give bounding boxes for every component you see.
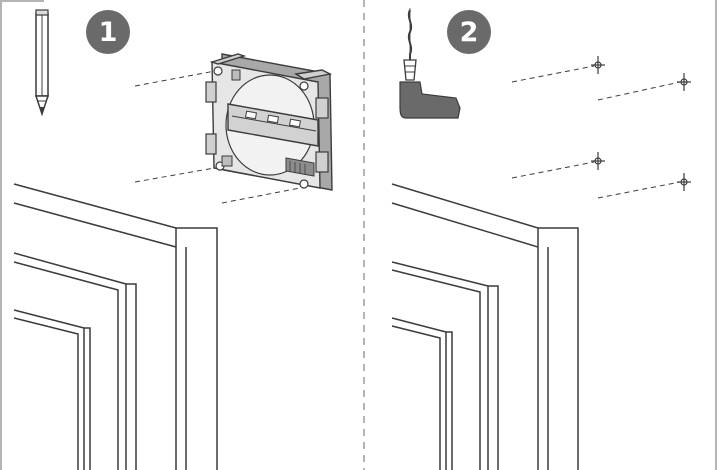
door-frame-2: [391, 183, 579, 470]
drill-hole-mark: [677, 73, 691, 91]
step-2-badge: 2: [447, 10, 491, 54]
step-1-badge: 1: [86, 10, 130, 54]
drill-hole-mark: [591, 56, 605, 74]
pencil-icon: [34, 9, 50, 117]
drill-hole-guides: [511, 65, 681, 199]
drill-hole-mark: [591, 152, 605, 170]
step-2-number: 2: [459, 16, 479, 48]
drill-hole-marks: [591, 56, 691, 191]
step-2-panel: [391, 8, 691, 470]
step-1-panel: [13, 9, 333, 470]
mounting-plate: [205, 53, 333, 191]
drill-icon: [399, 8, 461, 119]
step-1-number: 1: [98, 16, 118, 48]
door-frame-1: [13, 183, 218, 470]
drill-hole-mark: [677, 173, 691, 191]
